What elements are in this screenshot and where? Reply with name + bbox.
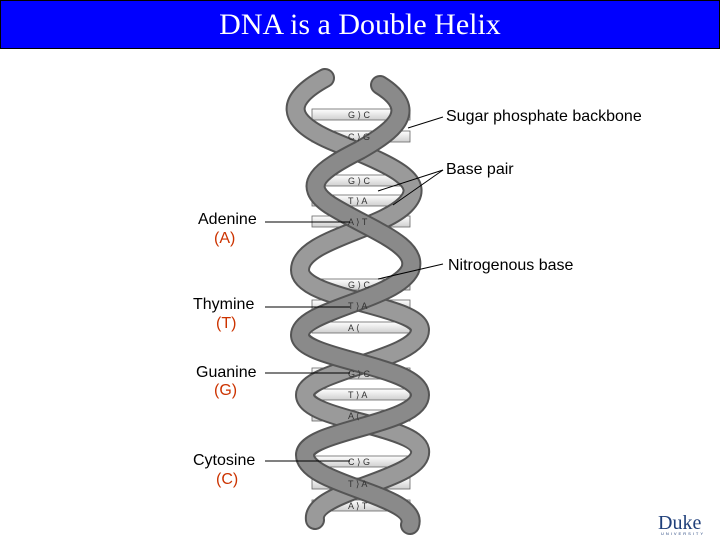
base-pair-letters: A ⟨ [348,411,360,421]
base-pair-letters: T ⟩ A [348,479,367,489]
label-cytosine: Cytosine [193,452,256,469]
leader-nitrogenous-base [377,263,444,280]
abbr-guanine: (G) [214,382,238,399]
abbr-thymine: (T) [216,315,237,332]
base-pair-letters: C ⟩ G [348,457,370,467]
base-pair-letters: G ⟩ C [348,280,371,290]
label-thymine: Thymine [193,296,255,313]
base-pair-letters: G ⟩ C [348,369,371,379]
label-base-pair: Base pair [446,161,514,178]
page-title: DNA is a Double Helix [219,8,501,41]
title-bar [0,0,720,49]
leader-base-pair-1 [377,169,444,192]
backbone-strand-front-fill [291,77,429,533]
base-pair-letters: A ⟨ [348,323,360,333]
base-pair-letters: C ⟩ G [348,132,370,142]
label-nitrogenous-base: Nitrogenous base [448,257,574,274]
leader-base-pair-2 [392,169,444,206]
label-sugar-phosphate-backbone: Sugar phosphate backbone [446,108,642,125]
base-pair-letters: T ⟩ A [348,390,367,400]
base-pair-letters: T ⟩ A [348,196,367,206]
backbone-strand-back-fill [287,70,429,528]
abbr-adenine: (A) [214,230,236,247]
label-adenine: Adenine [198,211,257,228]
base-pair-letters: A ⟩ T [348,501,368,511]
duke-logo: Duke [658,512,702,534]
pair-letters: G ⟩ C C ⟩ G G ⟩ C T ⟩ A A ⟩ T G ⟩ C T ⟩ A A ⟨ G … [348,110,371,511]
duke-logo-subtitle: UNIVERSITY [661,531,706,536]
base-pair-letters: T ⟩ A [348,301,367,311]
leader-backbone [407,116,444,129]
base-pair-letters: G ⟩ C [348,176,371,186]
base-pair-letters: G ⟩ C [348,110,371,120]
base-pair-letters: A ⟩ T [348,217,368,227]
abbr-cytosine: (C) [216,471,239,488]
label-guanine: Guanine [196,364,257,381]
